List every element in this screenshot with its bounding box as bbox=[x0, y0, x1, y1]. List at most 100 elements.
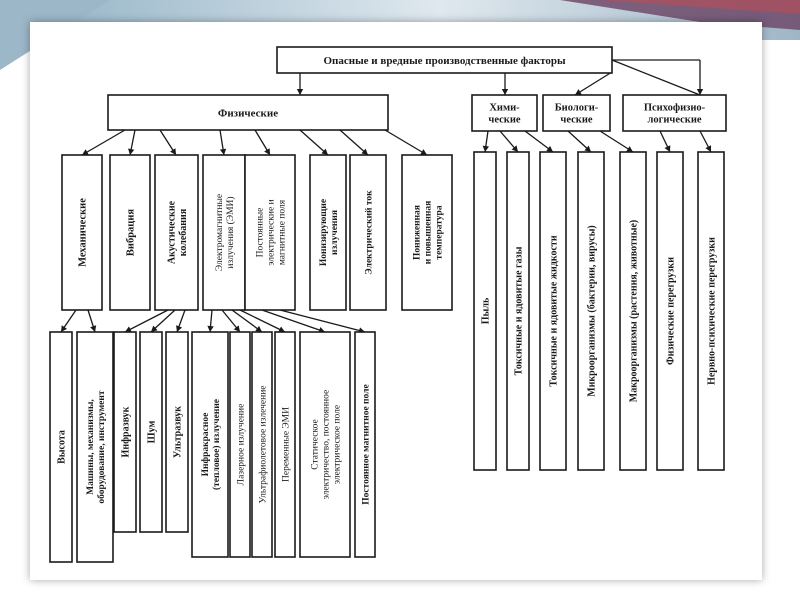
box-frame bbox=[309, 154, 347, 311]
factor-box-emi-items-2: Ультрафиолетовое излечение bbox=[251, 331, 273, 558]
factor-box-emi-items-1: Лазерное излучение bbox=[229, 331, 251, 558]
box-frame bbox=[154, 154, 199, 311]
box-frame bbox=[471, 94, 538, 132]
factor-box-psycho-items-0: Физические перегрузки bbox=[656, 151, 684, 471]
factor-box-chemical-items-2: Токсичные и ядовитые жидкости bbox=[539, 151, 567, 471]
factor-box-physical-groups-emi: Электромагнитныеизлучения (ЭМИ) bbox=[202, 154, 246, 311]
box-label: Машины, механизмы,оборудование, инструме… bbox=[86, 390, 107, 503]
box-label: Постоянныеэлектрические имагнитные поля bbox=[255, 199, 287, 265]
arrowhead bbox=[170, 148, 176, 155]
connector-line bbox=[261, 309, 326, 333]
box-frame bbox=[619, 151, 647, 471]
box-label: Токсичные и ядовитые жидкости bbox=[549, 235, 560, 386]
arrowhead bbox=[128, 148, 135, 155]
box-label: Инфракрасное(тепловое) излучение bbox=[200, 399, 222, 490]
box-label: Хими-ческие bbox=[488, 103, 520, 126]
arrowhead bbox=[664, 145, 671, 152]
box-label: Опасные и вредные производственные факто… bbox=[323, 55, 565, 67]
factor-box-acoustic-items-0: Инфразвук bbox=[113, 331, 137, 533]
arrowhead bbox=[255, 325, 262, 332]
box-frame bbox=[229, 331, 251, 558]
factor-box-acoustic-items-1: Шум bbox=[139, 331, 163, 533]
factor-box-physical-groups-acoustic: Акустическиеколебания bbox=[154, 154, 199, 311]
box-label: Инфразвук bbox=[121, 406, 132, 457]
box-frame bbox=[349, 154, 387, 311]
box-label: Механические bbox=[78, 198, 89, 267]
box-label: Вибрация bbox=[126, 209, 137, 256]
arrowhead bbox=[705, 145, 712, 152]
box-frame bbox=[473, 151, 497, 471]
arrowhead bbox=[278, 326, 285, 333]
arrowhead bbox=[264, 148, 270, 155]
box-frame bbox=[354, 331, 376, 558]
box-label: Высота bbox=[57, 430, 68, 464]
box-frame bbox=[656, 151, 684, 471]
arrowhead bbox=[233, 325, 240, 332]
box-frame bbox=[107, 94, 389, 131]
arrowhead bbox=[296, 89, 304, 95]
factor-box-chemical-items-0: Пыль bbox=[473, 151, 497, 471]
box-label: Физические bbox=[218, 107, 278, 119]
arrowhead bbox=[575, 89, 582, 95]
box-label: Ультрафиолетовое излечение bbox=[257, 385, 268, 503]
box-frame bbox=[276, 46, 613, 74]
box-label: Макроорганизмы (растения, животные) bbox=[629, 220, 640, 402]
box-frame bbox=[76, 331, 114, 563]
factor-box-mechanical-items-0: Высота bbox=[49, 331, 73, 563]
box-label: Физические перегрузки bbox=[666, 257, 677, 365]
arrowhead bbox=[696, 89, 704, 95]
box-label: Статическоеэлектричество, постоянноеэлек… bbox=[310, 390, 342, 499]
arrowhead bbox=[501, 89, 509, 95]
box-label: Электрический ток bbox=[363, 190, 374, 275]
box-frame bbox=[577, 151, 605, 471]
arrowhead bbox=[584, 145, 591, 152]
box-frame bbox=[401, 154, 453, 311]
arrowhead bbox=[90, 325, 97, 332]
arrowhead bbox=[125, 326, 132, 333]
box-label: Нервно-психические перегрузки bbox=[707, 237, 718, 385]
box-frame bbox=[539, 151, 567, 471]
arrowhead bbox=[207, 325, 214, 332]
box-frame bbox=[542, 94, 611, 132]
box-label: Электромагнитныеизлучения (ЭМИ) bbox=[215, 194, 236, 271]
connector-line bbox=[574, 71, 613, 96]
box-frame bbox=[49, 331, 73, 563]
arrowhead bbox=[321, 148, 328, 155]
factor-box-fields-items-1: Постоянное магнитное поле bbox=[354, 331, 376, 558]
box-frame bbox=[506, 151, 530, 471]
box-label: Ионизирующиеизлучения bbox=[319, 199, 340, 266]
box-frame bbox=[244, 154, 296, 311]
connector-line bbox=[231, 309, 263, 333]
factor-box-psycho-items-1: Нервно-психические перегрузки bbox=[697, 151, 725, 471]
box-frame bbox=[61, 154, 103, 311]
category-psychophysiological: Психофизио-логические bbox=[622, 94, 727, 132]
factor-box-chemical-items-1: Токсичные и ядовитые газы bbox=[506, 151, 530, 471]
category-biological: Биологи-ческие bbox=[542, 94, 611, 132]
box-label: Микроорганизмы (бактерии, вирусы) bbox=[587, 225, 598, 397]
box-label: Биологи-ческие bbox=[555, 103, 599, 126]
arrowhead bbox=[151, 325, 158, 332]
factor-box-biological-items-0: Микроорганизмы (бактерии, вирусы) bbox=[577, 151, 605, 471]
category-physical: Физические bbox=[107, 94, 389, 131]
factor-box-physical-groups-mechanical: Механические bbox=[61, 154, 103, 311]
arrowhead bbox=[511, 145, 518, 152]
arrowhead bbox=[420, 149, 427, 155]
box-label: Постоянное магнитное поле bbox=[361, 384, 371, 504]
factor-box-physical-groups-ionizing: Ионизирующиеизлучения bbox=[309, 154, 347, 311]
box-frame bbox=[299, 331, 351, 558]
root-box: Опасные и вредные производственные факто… bbox=[276, 46, 613, 74]
factor-box-emi-items-3: Переменные ЭМИ bbox=[274, 331, 296, 558]
arrowhead bbox=[219, 148, 227, 155]
box-label: Ультразвук bbox=[173, 406, 184, 458]
factor-box-acoustic-items-2: Ультразвук bbox=[165, 331, 189, 533]
factor-box-physical-groups-temperature: Пониженнаяи повышеннаятемпература bbox=[401, 154, 453, 311]
box-frame bbox=[622, 94, 727, 132]
box-label: Токсичные и ядовитые газы bbox=[514, 246, 525, 375]
factor-box-physical-groups-fields: Постоянныеэлектрические имагнитные поля bbox=[244, 154, 296, 311]
connector-line bbox=[384, 129, 428, 156]
factor-box-fields-items-0: Статическоеэлектричество, постоянноеэлек… bbox=[299, 331, 351, 558]
arrowhead bbox=[626, 146, 633, 152]
box-frame bbox=[274, 331, 296, 558]
box-frame bbox=[697, 151, 725, 471]
